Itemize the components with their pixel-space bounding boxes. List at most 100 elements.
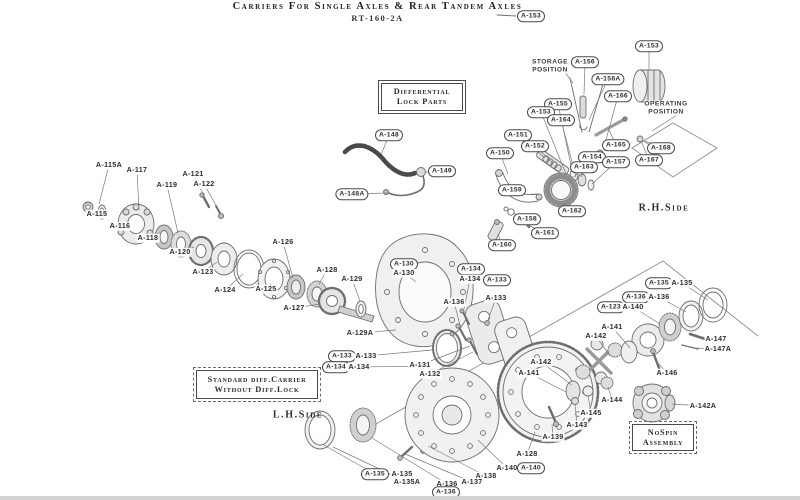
part-label-capsule: A-152 xyxy=(520,140,550,152)
part-label-capsule: A-158 xyxy=(512,213,542,225)
part-label-capsule: A-157 xyxy=(601,156,631,168)
position-note: StoragePosition xyxy=(532,58,568,74)
part-label-capsule: A-168 xyxy=(646,142,676,154)
part-label: A-131 xyxy=(408,359,432,370)
part-label-capsule: A-135 xyxy=(360,468,390,480)
leader-line xyxy=(588,78,609,121)
part-label-capsule: A-155 xyxy=(543,98,573,110)
part-label: A-128 xyxy=(515,448,539,459)
part-label: A-135 xyxy=(670,277,694,288)
part-label-capsule: A-148 xyxy=(374,129,404,141)
part-label-capsule: A-156 xyxy=(570,56,600,68)
part-label: A-142 xyxy=(529,356,553,367)
leader-line xyxy=(404,453,473,483)
part-label-capsule: A-162 xyxy=(557,205,587,217)
part-label: A-139 xyxy=(541,431,565,442)
part-label: A-135 xyxy=(390,468,414,479)
part-label: A-128 xyxy=(315,264,339,275)
part-label: A-147 xyxy=(704,333,728,344)
title-block: Carriers For Single Axles & Rear Tandem … xyxy=(95,1,660,23)
part-label: A-143 xyxy=(565,419,589,430)
part-label-capsule: A-134 xyxy=(321,361,351,373)
leader-line xyxy=(98,164,110,205)
part-label: A-121 xyxy=(181,168,205,179)
part-label: A-119 xyxy=(155,179,179,190)
part-label: A-140 xyxy=(621,301,645,312)
model-number: RT-160-2A xyxy=(351,13,404,23)
rh-side-label: R.H.Side xyxy=(638,202,690,214)
part-label-capsule: A-153 xyxy=(526,106,556,118)
part-label: A-137 xyxy=(460,476,484,487)
part-label: A-118 xyxy=(136,232,160,243)
part-label: A-124 xyxy=(213,284,237,295)
leader-line xyxy=(540,111,567,175)
position-note: OperatingPosition xyxy=(644,100,688,116)
part-label-capsule: A-166 xyxy=(603,90,633,102)
part-label: A-115A xyxy=(94,159,124,170)
part-label: A-125 xyxy=(254,283,278,294)
part-label-capsule: A-153 xyxy=(634,40,664,52)
part-label: A-132 xyxy=(418,368,442,379)
leader-line xyxy=(371,437,448,485)
part-label: A-122 xyxy=(192,178,216,189)
part-label: A-136 xyxy=(435,478,459,489)
part-label: A-115 xyxy=(85,208,109,219)
part-label-capsule: A-161 xyxy=(530,227,560,239)
part-label-capsule: A-150 xyxy=(485,147,515,159)
part-label: A-129A xyxy=(345,327,375,338)
part-label-capsule: A-167 xyxy=(634,154,664,166)
part-label: A-141 xyxy=(517,367,541,378)
leader-line xyxy=(427,445,487,477)
part-label: A-134 xyxy=(458,273,482,284)
leader-line xyxy=(136,169,140,211)
part-label: A-140 xyxy=(495,462,519,473)
part-label: A-117 xyxy=(125,164,149,175)
part-label: A-129 xyxy=(340,273,364,284)
part-label: A-145 xyxy=(579,407,603,418)
part-label-capsule: A-159 xyxy=(497,184,527,196)
leader-line xyxy=(603,95,619,148)
part-label-capsule: A-149 xyxy=(427,165,457,177)
part-label-capsule: A-133 xyxy=(327,350,357,362)
part-label: A-133 xyxy=(354,350,378,361)
part-label: A-146 xyxy=(655,367,679,378)
part-label: A-134 xyxy=(347,361,371,372)
part-label-capsule: A-160 xyxy=(487,239,517,251)
part-label: A-126 xyxy=(271,236,295,247)
part-label-capsule: A-134 xyxy=(456,263,486,275)
part-label-capsule: A-164 xyxy=(546,114,576,126)
page-title: Carriers For Single Axles & Rear Tandem … xyxy=(232,1,523,12)
part-label-capsule: A-153 xyxy=(516,10,546,22)
leader-line xyxy=(651,112,681,132)
part-label: A-142 xyxy=(584,330,608,341)
part-label-capsule: A-151 xyxy=(503,129,533,141)
part-label: A-136 xyxy=(647,291,671,302)
part-label: A-147A xyxy=(703,343,733,354)
part-label-capsule: A-163 xyxy=(569,161,599,173)
part-label-capsule: A-148A xyxy=(335,188,369,200)
leader-line xyxy=(477,439,508,469)
leader-line xyxy=(166,184,179,234)
part-label: A-141 xyxy=(600,321,624,332)
part-label: A-138 xyxy=(474,470,498,481)
part-label: A-142A xyxy=(688,400,718,411)
part-label: A-120 xyxy=(168,246,192,257)
part-label: A-127 xyxy=(282,302,306,313)
leader-line xyxy=(282,241,294,279)
part-label: A-116 xyxy=(108,220,132,231)
part-label-capsule: A-165 xyxy=(601,139,631,151)
page-edge-strip xyxy=(0,496,800,500)
lh-side-label: L.H.Side xyxy=(272,409,324,421)
part-label: A-130 xyxy=(392,267,416,278)
part-label-capsule: A-135 xyxy=(644,277,674,289)
part-label: A-135A xyxy=(392,476,422,487)
part-label: A-133 xyxy=(484,292,508,303)
part-label: A-144 xyxy=(600,394,624,405)
part-label-capsule: A-156A xyxy=(591,73,625,85)
part-label: A-123 xyxy=(191,266,215,277)
part-label-capsule: A-133 xyxy=(482,274,512,286)
